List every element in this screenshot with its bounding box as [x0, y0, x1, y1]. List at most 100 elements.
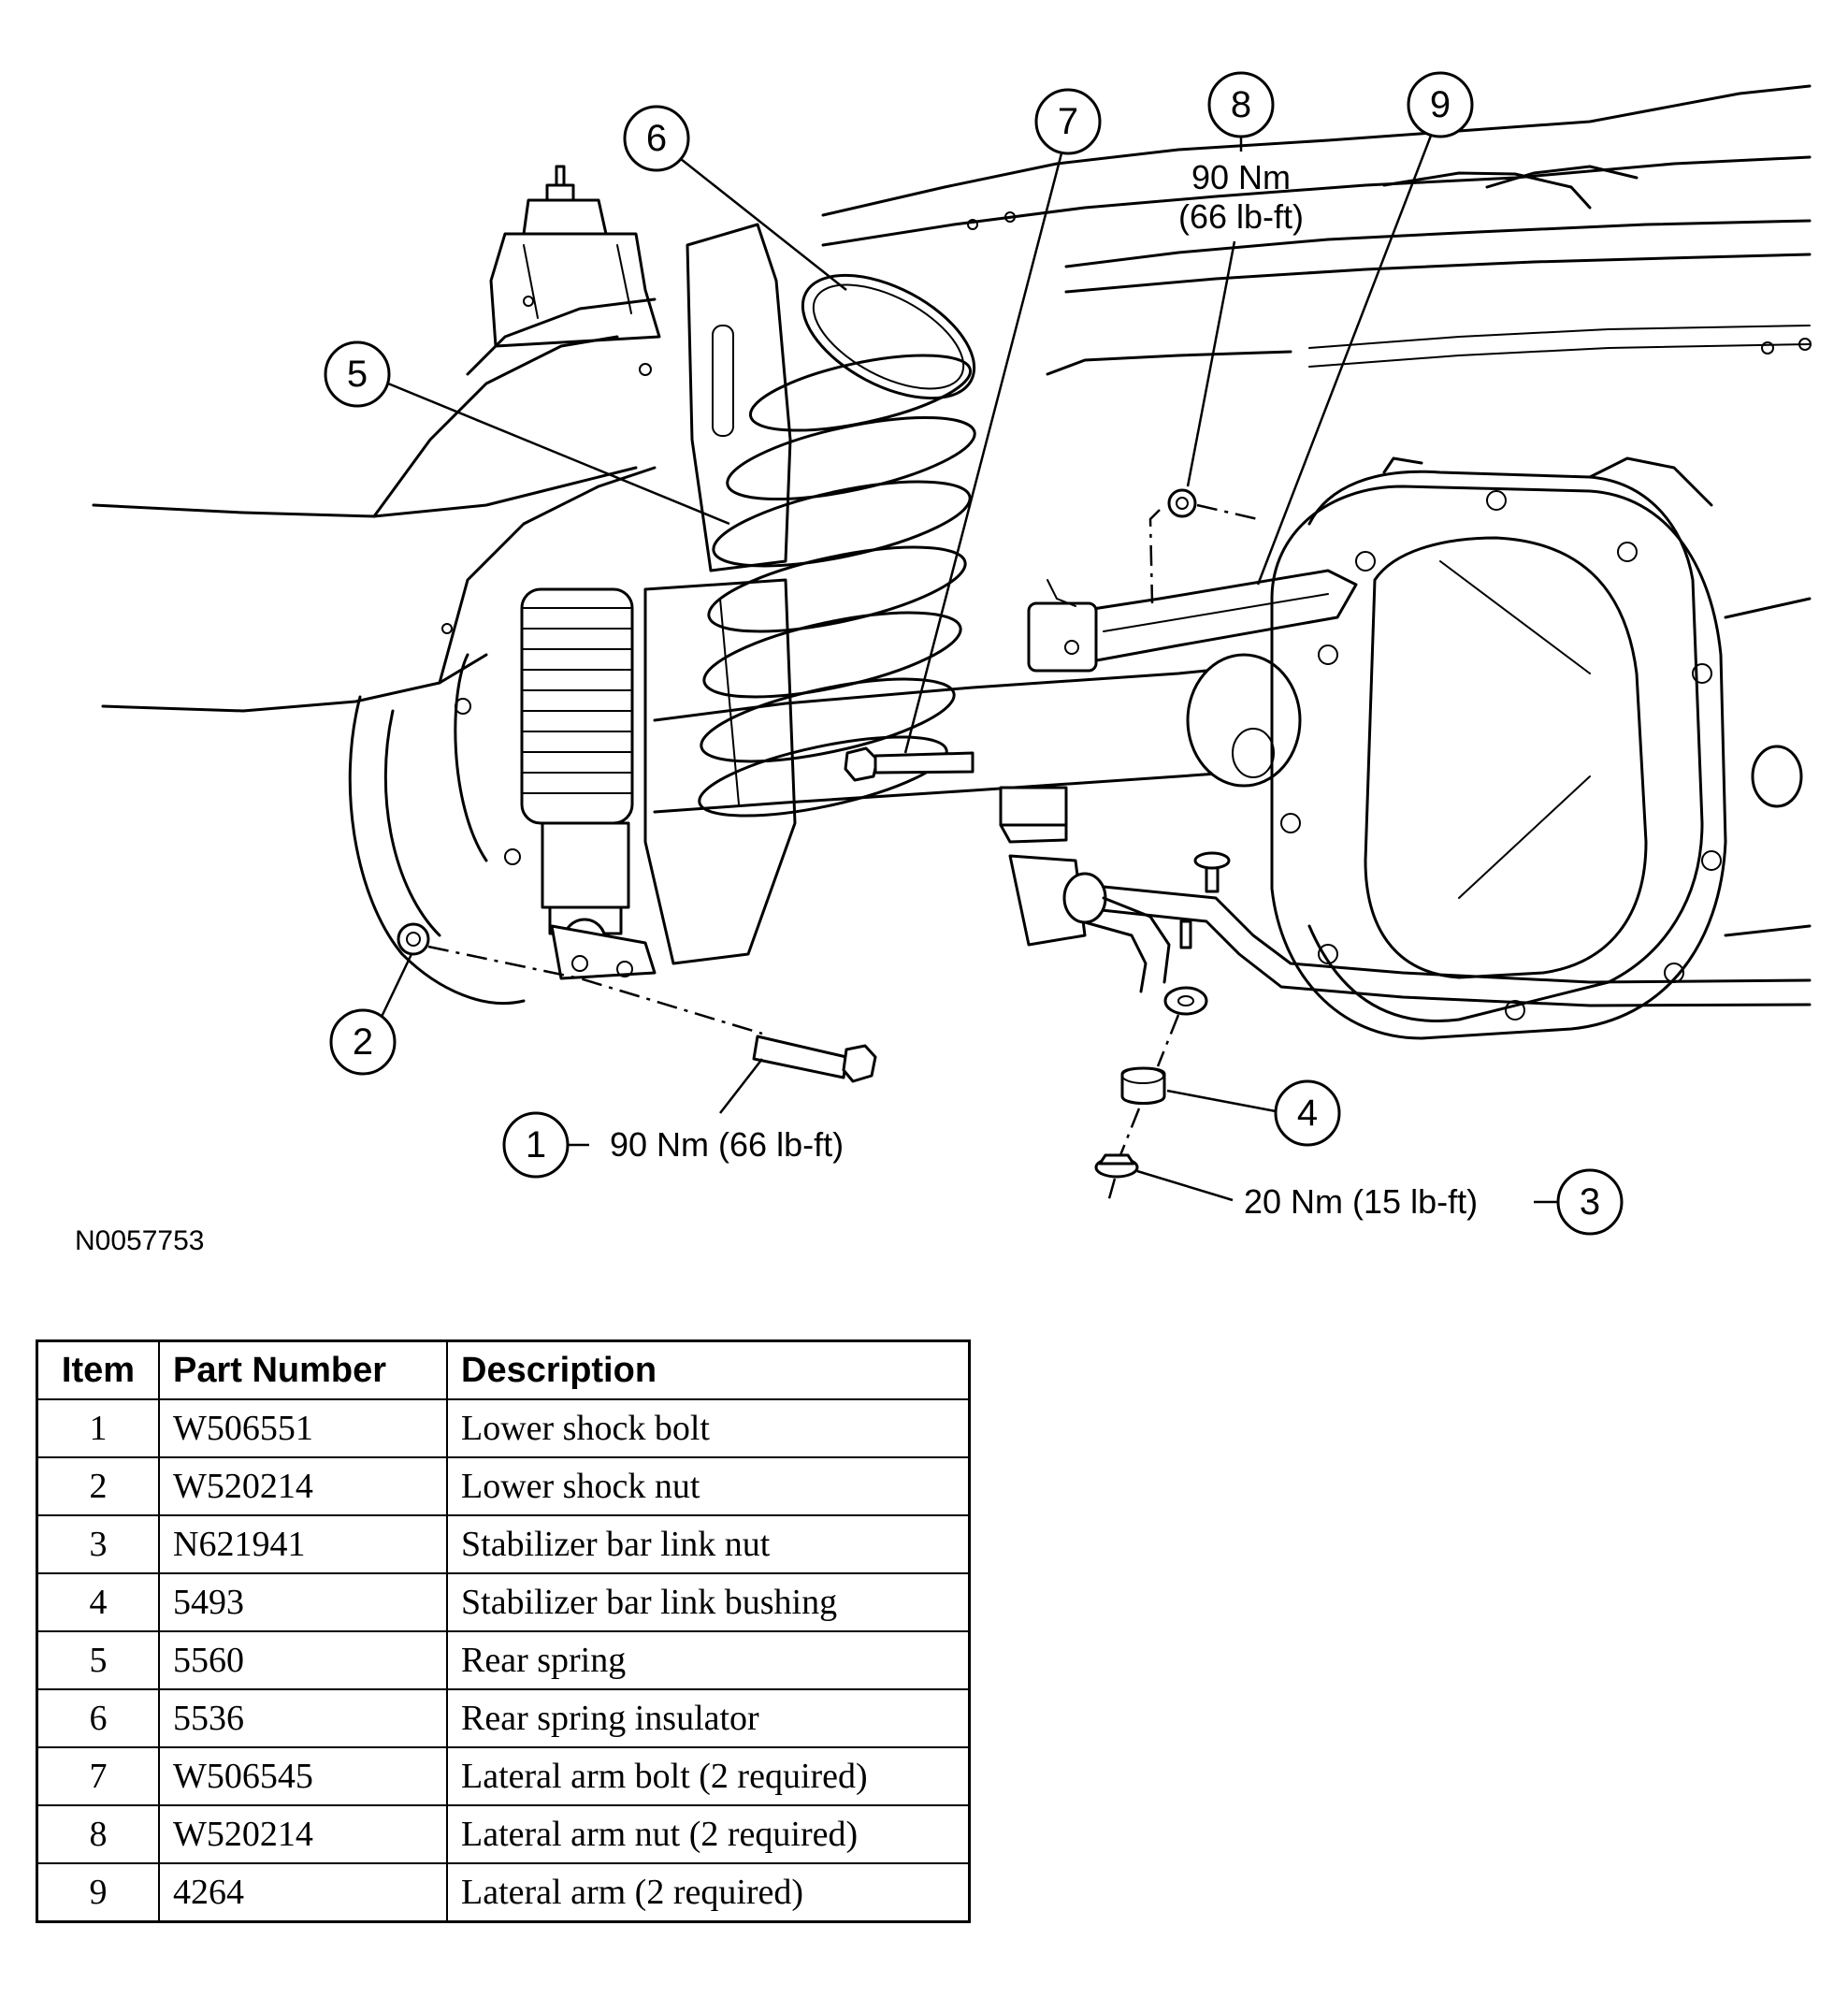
stabilizer-link-nut-drawing — [1094, 1153, 1139, 1179]
callout-9: 9 — [1256, 71, 1474, 586]
cell-description: Lower shock nut — [446, 1456, 971, 1516]
cell-part-number: W520214 — [158, 1804, 448, 1864]
cell-item: 3 — [36, 1514, 160, 1574]
axle-tube-drawing — [653, 653, 1302, 844]
callout-4-leader — [1166, 1089, 1277, 1113]
table-row: 8 W520214 Lateral arm nut (2 required) — [36, 1804, 971, 1864]
callout-3: 3 20 Nm (15 lb-ft) — [1136, 1168, 1624, 1236]
cell-item: 4 — [36, 1572, 160, 1632]
callout-7-circle — [1034, 88, 1102, 155]
figure-id: N0057753 — [75, 1225, 204, 1256]
frame-rails-drawing — [821, 84, 1812, 376]
lower-shock-nut-drawing — [397, 922, 430, 956]
cell-description: Rear spring — [446, 1630, 971, 1690]
callout-7-leader — [903, 152, 1063, 754]
cell-item: 5 — [36, 1630, 160, 1690]
callout-3-torque: 20 Nm (15 lb-ft) — [1244, 1182, 1478, 1221]
parts-table: Item Part Number Description 1 W506551 L… — [36, 1339, 971, 1923]
cell-item: 6 — [36, 1688, 160, 1748]
callout-8: 8 90 Nm (66 lb-ft) — [1178, 71, 1304, 487]
table-row: 6 5536 Rear spring insulator — [36, 1688, 971, 1748]
lower-shock-bolt-drawing — [752, 1035, 877, 1083]
table-row: 9 4264 Lateral arm (2 required) — [36, 1862, 971, 1923]
cell-item: 1 — [36, 1398, 160, 1458]
cell-description: Stabilizer bar link bushing — [446, 1572, 971, 1632]
frame-crossmember-drawing — [92, 297, 657, 713]
spring-bracket-drawing — [643, 223, 797, 965]
callout-5: 5 — [324, 340, 730, 526]
cell-part-number: 5536 — [158, 1688, 448, 1748]
callout-4-number: 4 — [1297, 1093, 1318, 1134]
table-row: 4 5493 Stabilizer bar link bushing — [36, 1572, 971, 1632]
callout-6-leader — [680, 158, 847, 291]
callout-1-torque: 90 Nm (66 lb-ft) — [610, 1125, 844, 1164]
coil-spring-drawing — [698, 354, 976, 818]
lateral-arm-bolt-axis-line — [1148, 503, 1259, 604]
callout-6-circle — [623, 105, 690, 172]
callout-5-circle — [324, 340, 391, 408]
callout-2: 2 — [329, 953, 413, 1076]
cell-description: Lateral arm (2 required) — [446, 1862, 971, 1923]
cell-part-number: N621941 — [158, 1514, 448, 1574]
callout-9-circle — [1407, 71, 1474, 138]
header-part-number: Part Number — [158, 1339, 448, 1400]
shock-bolt-axis-line — [427, 945, 763, 1035]
shock-upper-mount-drawing — [489, 165, 661, 348]
callout-8-pointer — [1186, 240, 1236, 487]
table-header-row: Item Part Number Description — [36, 1339, 971, 1400]
callout-8-number: 8 — [1231, 84, 1251, 125]
callout-7: 7 — [903, 88, 1102, 754]
table-row: 3 N621941 Stabilizer bar link nut — [36, 1514, 971, 1574]
callout-1-number: 1 — [526, 1124, 546, 1166]
callout-9-leader — [1256, 135, 1433, 586]
cell-description: Lateral arm nut (2 required) — [446, 1804, 971, 1864]
header-item: Item — [36, 1339, 160, 1400]
callout-5-number: 5 — [347, 354, 368, 395]
callout-4-circle — [1274, 1079, 1341, 1147]
cell-part-number: W506551 — [158, 1398, 448, 1458]
callout-8-torque-line1: 90 Nm — [1191, 158, 1291, 196]
table-row: 2 W520214 Lower shock nut — [36, 1456, 971, 1516]
callout-6: 6 — [623, 105, 847, 291]
callout-2-number: 2 — [353, 1021, 373, 1063]
lateral-arm-drawing — [1027, 569, 1358, 673]
lateral-arm-bolt-drawing — [844, 746, 975, 782]
brake-drum-drawing — [348, 653, 526, 1006]
cell-item: 9 — [36, 1862, 160, 1923]
callout-2-leader — [380, 953, 413, 1018]
cell-description: Lateral arm bolt (2 required) — [446, 1746, 971, 1806]
cell-description: Rear spring insulator — [446, 1688, 971, 1748]
callout-4: 4 — [1166, 1079, 1341, 1147]
differential-drawing — [1270, 456, 1812, 1040]
cell-item: 8 — [36, 1804, 160, 1864]
stabilizer-link-axis-line — [1106, 1014, 1180, 1203]
spring-insulator-drawing — [801, 273, 976, 400]
shock-absorber-drawing — [520, 587, 657, 980]
cell-part-number: 5560 — [158, 1630, 448, 1690]
cell-item: 7 — [36, 1746, 160, 1806]
callout-7-number: 7 — [1058, 101, 1078, 142]
stabilizer-link-bushing-drawing — [1120, 1066, 1166, 1105]
callout-3-number: 3 — [1580, 1181, 1600, 1223]
cell-part-number: 4264 — [158, 1862, 448, 1923]
cell-part-number: W520214 — [158, 1456, 448, 1516]
callout-1-pointer — [719, 1058, 763, 1114]
cell-part-number: W506545 — [158, 1746, 448, 1806]
suspension-diagram: 1 90 Nm (66 lb-ft) 2 3 20 Nm (15 lb-ft) … — [75, 71, 1812, 1256]
callout-5-leader — [387, 382, 730, 526]
stabilizer-bar-drawing — [1008, 851, 1812, 1016]
lateral-arm-nut-drawing — [1167, 488, 1197, 518]
cell-description: Lower shock bolt — [446, 1398, 971, 1458]
table-row: 1 W506551 Lower shock bolt — [36, 1398, 971, 1458]
header-description: Description — [446, 1339, 971, 1400]
diagram-canvas: 1 90 Nm (66 lb-ft) 2 3 20 Nm (15 lb-ft) … — [75, 71, 1812, 1256]
callout-9-number: 9 — [1430, 84, 1451, 125]
callout-1: 1 90 Nm (66 lb-ft) — [502, 1058, 844, 1179]
table-row: 7 W506545 Lateral arm bolt (2 required) — [36, 1746, 971, 1806]
callout-3-pointer — [1136, 1169, 1234, 1202]
callout-2-circle — [329, 1008, 397, 1076]
table-row: 5 5560 Rear spring — [36, 1630, 971, 1690]
cell-description: Stabilizer bar link nut — [446, 1514, 971, 1574]
cell-part-number: 5493 — [158, 1572, 448, 1632]
callout-6-number: 6 — [646, 118, 667, 159]
